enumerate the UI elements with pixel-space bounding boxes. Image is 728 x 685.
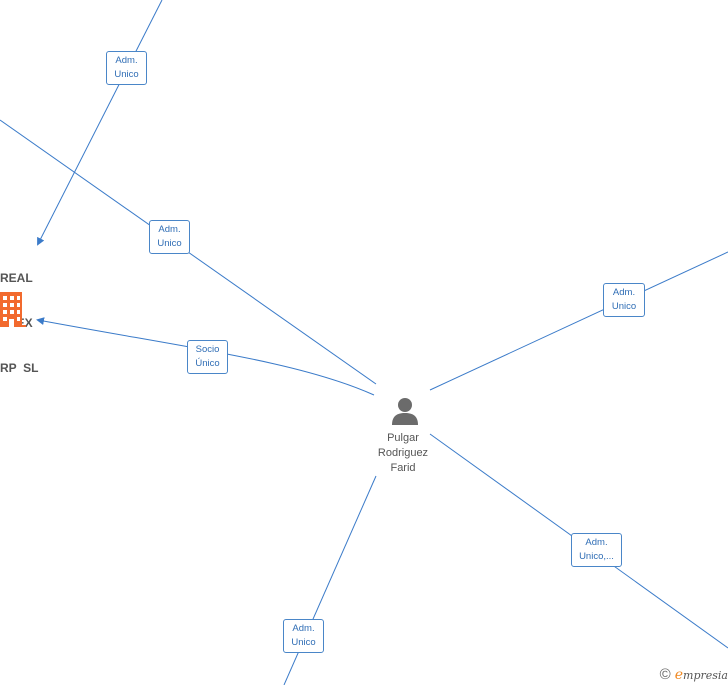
edge-line-person-to-right xyxy=(429,251,728,391)
person-icon[interactable] xyxy=(391,396,419,426)
edge-line-person-to-company xyxy=(36,317,375,396)
person-name-line: Farid xyxy=(390,462,416,474)
company-name-line: RP SL xyxy=(0,361,39,375)
edge-label-4[interactable]: Adm. Unico,... xyxy=(571,533,622,567)
edge-label-line: Adm. xyxy=(585,537,608,548)
edge-label-1[interactable]: Adm. Unico xyxy=(149,220,190,254)
edge-label-line: Unico xyxy=(157,238,182,249)
brand-logo: empresia xyxy=(675,667,728,683)
edge-label-line: Adm. xyxy=(292,623,315,634)
edge-label-line: Adm. xyxy=(612,287,636,298)
empresia-watermark: © empresia xyxy=(660,666,728,683)
edge-label-line: Unico,... xyxy=(579,551,614,562)
brand-first-letter: e xyxy=(674,666,684,683)
edge-label-line: Unico xyxy=(291,637,316,648)
edge-label-line: Unico xyxy=(114,69,139,80)
edge-label-2[interactable]: Socio Único xyxy=(187,340,228,374)
edge-label-line: Adm. xyxy=(158,224,181,235)
brand-rest: mpresia xyxy=(683,668,728,682)
edge-label-0[interactable]: Adm. Unico xyxy=(106,51,147,85)
edge-label-3[interactable]: Adm. Unico xyxy=(603,283,645,317)
person-node-name[interactable]: Pulgar Rodriguez Farid xyxy=(363,431,443,476)
person-name-line: Rodriguez xyxy=(377,447,429,459)
edge-label-line: Adm. xyxy=(115,55,138,66)
edge-label-line: Socio xyxy=(195,344,220,355)
edge-line-person-to-bottom xyxy=(283,475,377,685)
building-icon[interactable] xyxy=(0,292,26,328)
copyright-symbol: © xyxy=(659,666,671,683)
edge-label-line: Único xyxy=(195,358,220,369)
edge-label-5[interactable]: Adm. Unico xyxy=(283,619,324,653)
edge-label-line: Unico xyxy=(611,301,637,312)
person-name-line: Pulgar xyxy=(387,432,419,444)
edge-line-top-to-company xyxy=(37,0,163,246)
company-name-line: REAL xyxy=(0,271,33,285)
